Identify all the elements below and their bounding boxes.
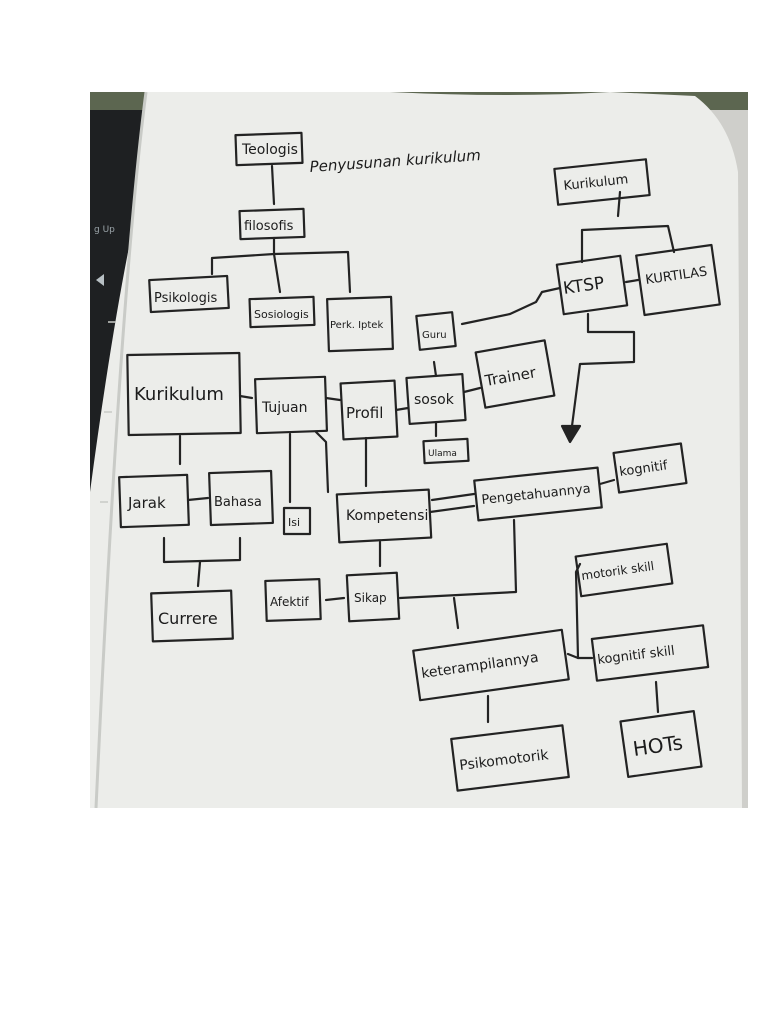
label-perk-iptek: Perk. Iptek xyxy=(330,320,383,331)
hand-drawn-diagram xyxy=(118,131,721,792)
box-isi xyxy=(282,506,312,536)
box-perk-iptek xyxy=(326,295,394,353)
box-ktsp xyxy=(555,254,629,316)
label-bahasa: Bahasa xyxy=(214,495,262,510)
label-kognitif: kognitif xyxy=(618,458,668,480)
label-ulama: Ulama xyxy=(428,449,457,459)
paper-sheet xyxy=(90,92,742,808)
label-sikap: Sikap xyxy=(354,591,387,605)
label-sosok: sosok xyxy=(414,392,455,408)
notebook-photo: g Up xyxy=(90,92,748,808)
box-teologis xyxy=(234,131,304,167)
box-sosiologis xyxy=(248,295,316,329)
box-tujuan xyxy=(253,375,329,435)
box-kognitif xyxy=(612,442,688,494)
box-motorik-skill xyxy=(574,542,674,598)
label-isi: Isi xyxy=(288,516,300,529)
box-filosofis xyxy=(238,207,306,241)
box-trainer xyxy=(474,339,556,409)
label-psikologis: Psikologis xyxy=(154,291,217,306)
label-kurikulum-main: Kurikulum xyxy=(134,384,224,405)
label-profil: Profil xyxy=(346,404,383,422)
laptop-key-arrow-icon xyxy=(96,274,104,286)
box-ulama xyxy=(422,437,470,465)
box-psikomotorik xyxy=(450,724,570,792)
label-tujuan: Tujuan xyxy=(261,400,308,416)
box-bahasa xyxy=(208,469,274,527)
box-kurikulum-top xyxy=(553,158,651,206)
box-hots xyxy=(619,710,703,778)
label-kompetensi: Kompetensi xyxy=(346,508,428,524)
box-kurikulum-main xyxy=(126,351,242,437)
label-teologis: Teologis xyxy=(241,142,298,158)
laptop-key-text: g Up xyxy=(94,225,115,235)
label-guru: Guru xyxy=(422,330,447,341)
box-psikologis xyxy=(148,274,230,314)
box-afektif xyxy=(264,577,322,623)
label-currere: Currere xyxy=(158,609,218,628)
label-sosiologis: Sosiologis xyxy=(254,308,309,321)
label-kurikulum-top: Kurikulum xyxy=(563,172,629,194)
box-pengetahuannya xyxy=(473,466,603,522)
box-kompetensi xyxy=(335,488,433,544)
box-keterampilannya xyxy=(412,628,570,702)
box-guru xyxy=(415,311,457,351)
box-sosok xyxy=(405,373,467,425)
label-filosofis: filosofis xyxy=(244,219,294,234)
box-sikap xyxy=(345,571,401,623)
box-currere xyxy=(150,589,234,643)
label-afektif: Afektif xyxy=(270,595,309,609)
photo-scene: g Up xyxy=(90,92,748,808)
box-kognitif-skill xyxy=(590,624,710,682)
label-jarak: Jarak xyxy=(127,494,166,512)
box-profil xyxy=(339,379,399,441)
